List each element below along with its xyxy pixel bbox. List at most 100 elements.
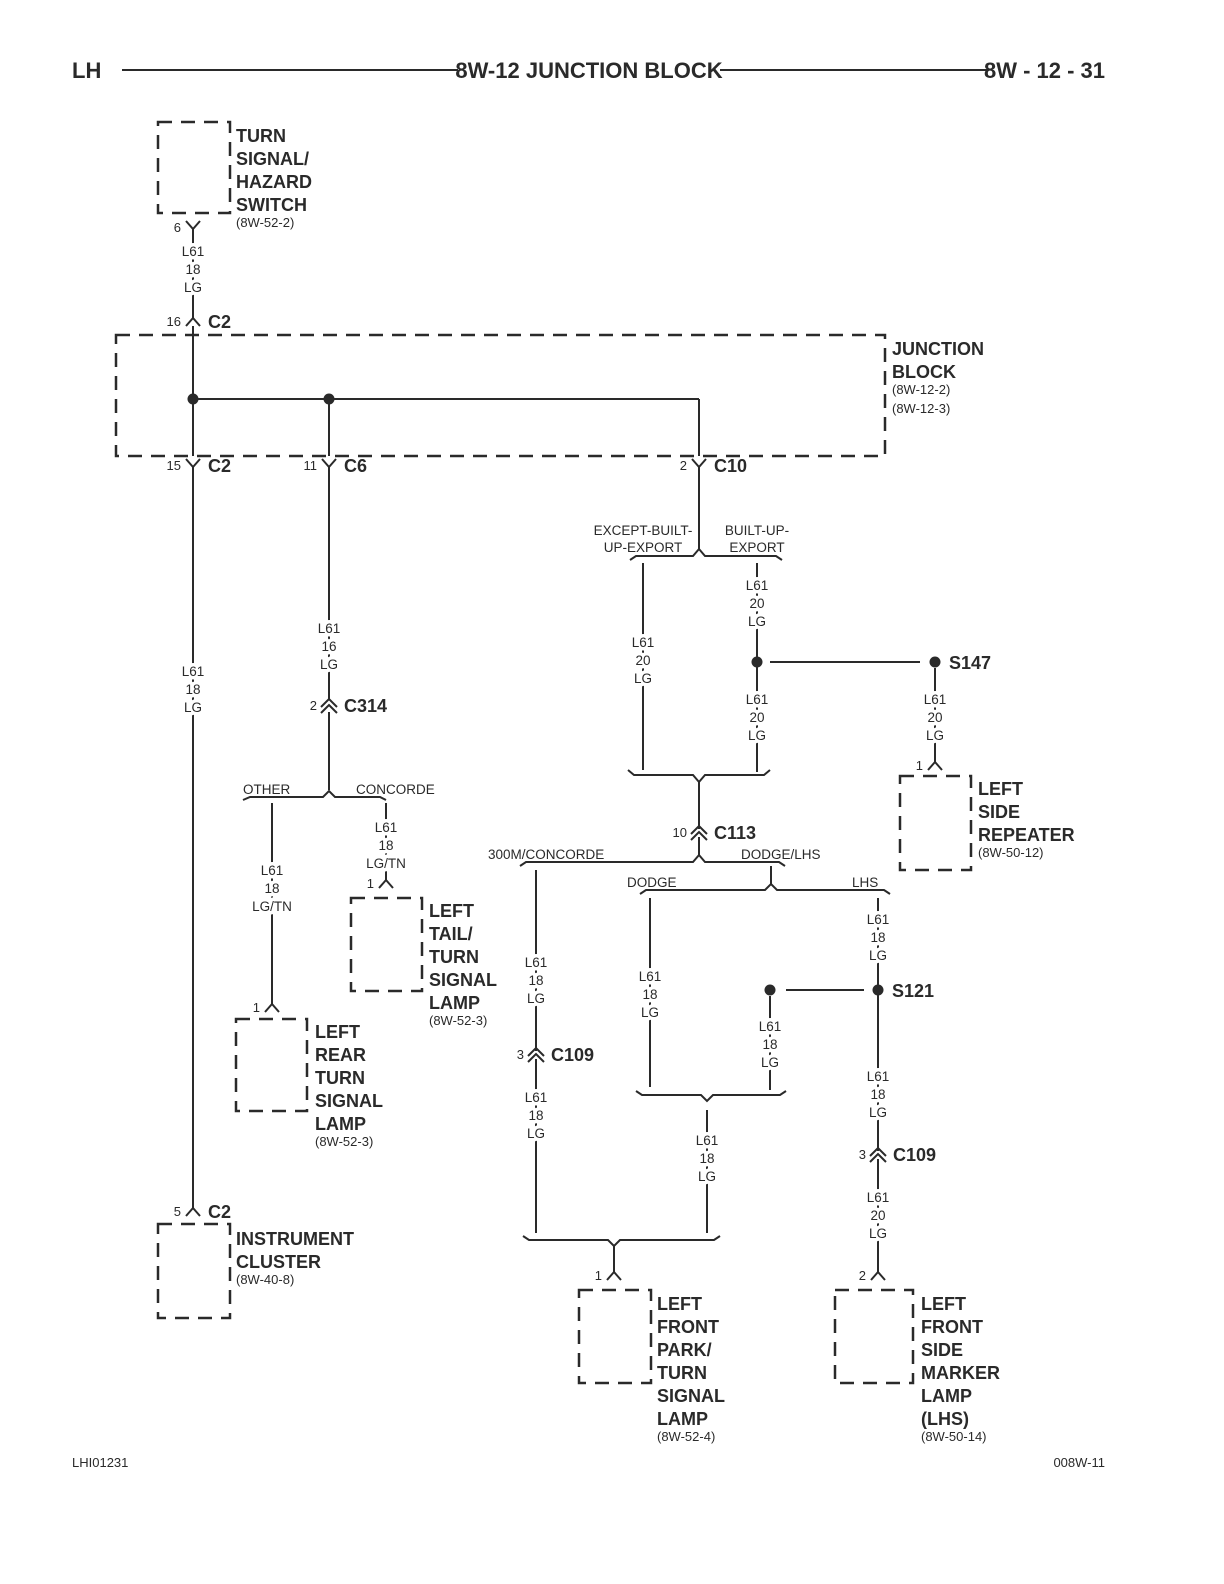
- component-name-line: REPEATER: [978, 825, 1075, 845]
- wire-color: LG: [184, 700, 202, 715]
- footer-code-left: LHI01231: [72, 1455, 128, 1470]
- branch-option-label: UP-EXPORT: [604, 540, 683, 555]
- component-reference: (8W-12-3): [892, 401, 950, 416]
- wire-gauge: 18: [762, 1037, 777, 1052]
- connector-pin: 2: [310, 698, 317, 713]
- wire-gauge: 20: [927, 710, 942, 725]
- header-page-number: 8W - 12 - 31: [984, 58, 1105, 83]
- wire-color: LG: [634, 671, 652, 686]
- component-name-line: PARK/: [657, 1340, 712, 1360]
- component-outline: [577, 1288, 653, 1385]
- connector-symbol: [320, 697, 338, 714]
- wire-gauge: 16: [321, 639, 336, 654]
- wire-circuit: L61: [525, 1090, 548, 1105]
- wire-circuit: L61: [182, 244, 205, 259]
- component-name-line: TURN: [315, 1068, 365, 1088]
- wire: [627, 769, 771, 784]
- connector-symbol: [264, 1002, 280, 1013]
- wire-gauge: 18: [699, 1151, 714, 1166]
- connector-name: C2: [208, 456, 231, 476]
- wire-color: LG: [926, 728, 944, 743]
- wire-circuit: L61: [924, 692, 947, 707]
- wire-gauge: 20: [749, 710, 764, 725]
- component-name-line: TURN: [429, 947, 479, 967]
- component-outline: [156, 1222, 232, 1320]
- wire-color: LG/TN: [252, 899, 292, 914]
- component-name-line: TURN: [657, 1363, 707, 1383]
- connector-symbol: [927, 760, 943, 771]
- connector-symbol: [527, 1046, 545, 1063]
- wire-gauge: 18: [642, 987, 657, 1002]
- component-name-line: JUNCTION: [892, 339, 984, 359]
- component-name-line: MARKER: [921, 1363, 1000, 1383]
- connector-symbol: [185, 458, 201, 474]
- component-name-line: CLUSTER: [236, 1252, 321, 1272]
- wire-gauge: 20: [870, 1208, 885, 1223]
- branch-option-label: DODGE: [627, 875, 677, 890]
- wire-color: LG: [748, 728, 766, 743]
- wire-color: LG: [641, 1005, 659, 1020]
- branch-option-label: EXPORT: [729, 540, 784, 555]
- component-name-line: LAMP: [315, 1114, 366, 1134]
- connector-symbol: [606, 1270, 622, 1281]
- connector-pin: 1: [595, 1268, 602, 1283]
- wire-gauge: 18: [528, 1108, 543, 1123]
- wire-circuit: L61: [696, 1133, 719, 1148]
- header-title: 8W-12 JUNCTION BLOCK: [455, 58, 722, 83]
- connector-pin: 3: [859, 1147, 866, 1162]
- wire-gauge: 18: [528, 973, 543, 988]
- component-name-line: SIDE: [921, 1340, 963, 1360]
- connector-symbol: [321, 458, 337, 474]
- page-header: LH 8W-12 JUNCTION BLOCK 8W - 12 - 31: [72, 58, 1105, 83]
- wire-color: LG: [869, 1105, 887, 1120]
- component-name-line: REAR: [315, 1045, 366, 1065]
- component-name-line: FRONT: [657, 1317, 719, 1337]
- component-name-line: SIGNAL: [315, 1091, 383, 1111]
- connector-symbol: [185, 316, 201, 327]
- wire-gauge: 20: [749, 596, 764, 611]
- wire-layer: [114, 120, 973, 1385]
- footer-code-right: 008W-11: [1053, 1455, 1105, 1470]
- wire-circuit: L61: [746, 578, 769, 593]
- wire-circuit: L61: [375, 820, 398, 835]
- connector-pin: 1: [253, 1000, 260, 1015]
- wire-circuit: L61: [867, 1069, 890, 1084]
- component-name-line: INSTRUMENT: [236, 1229, 354, 1249]
- branch-option-label: LHS: [852, 875, 878, 890]
- wire-color: LG: [761, 1055, 779, 1070]
- wire-circuit: L61: [632, 635, 655, 650]
- wire-color: LG: [320, 657, 338, 672]
- connector-pin: 15: [167, 458, 181, 473]
- wire: [639, 882, 891, 895]
- wire-circuit: L61: [759, 1019, 782, 1034]
- connector-pin: 2: [680, 458, 687, 473]
- junction-dot: [323, 393, 335, 405]
- splice-s147-dot: [929, 656, 941, 668]
- connector-name: C109: [893, 1145, 936, 1165]
- connector-name: C113: [714, 823, 756, 843]
- component-reference: (8W-40-8): [236, 1272, 294, 1287]
- wire-gauge: 20: [635, 653, 650, 668]
- component-reference: (8W-52-3): [315, 1134, 373, 1149]
- wire-color: LG: [527, 991, 545, 1006]
- wire-gauge: 18: [185, 262, 200, 277]
- wire-circuit: L61: [318, 621, 341, 636]
- connector-symbol: [185, 1206, 201, 1217]
- junction-dot: [187, 393, 199, 405]
- component-name-line: LEFT: [315, 1022, 360, 1042]
- header-section: LH: [72, 58, 101, 83]
- component-name-line: LEFT: [657, 1294, 702, 1314]
- connector-symbol: [870, 1270, 886, 1281]
- wire-gauge: 18: [870, 930, 885, 945]
- label-layer: TURNSIGNAL/HAZARDSWITCH(8W-52-2)JUNCTION…: [167, 126, 1075, 1444]
- component-name-line: (LHS): [921, 1409, 969, 1429]
- branch-option-label: BUILT-UP-: [725, 523, 789, 538]
- component-name-line: SWITCH: [236, 195, 307, 215]
- connector-name: C6: [344, 456, 367, 476]
- component-outline: [833, 1288, 915, 1385]
- wire-color: LG: [184, 280, 202, 295]
- splice-label: S147: [949, 653, 991, 673]
- component-name-line: LEFT: [921, 1294, 966, 1314]
- component-name-line: LEFT: [429, 901, 474, 921]
- connector-name: C2: [208, 312, 231, 332]
